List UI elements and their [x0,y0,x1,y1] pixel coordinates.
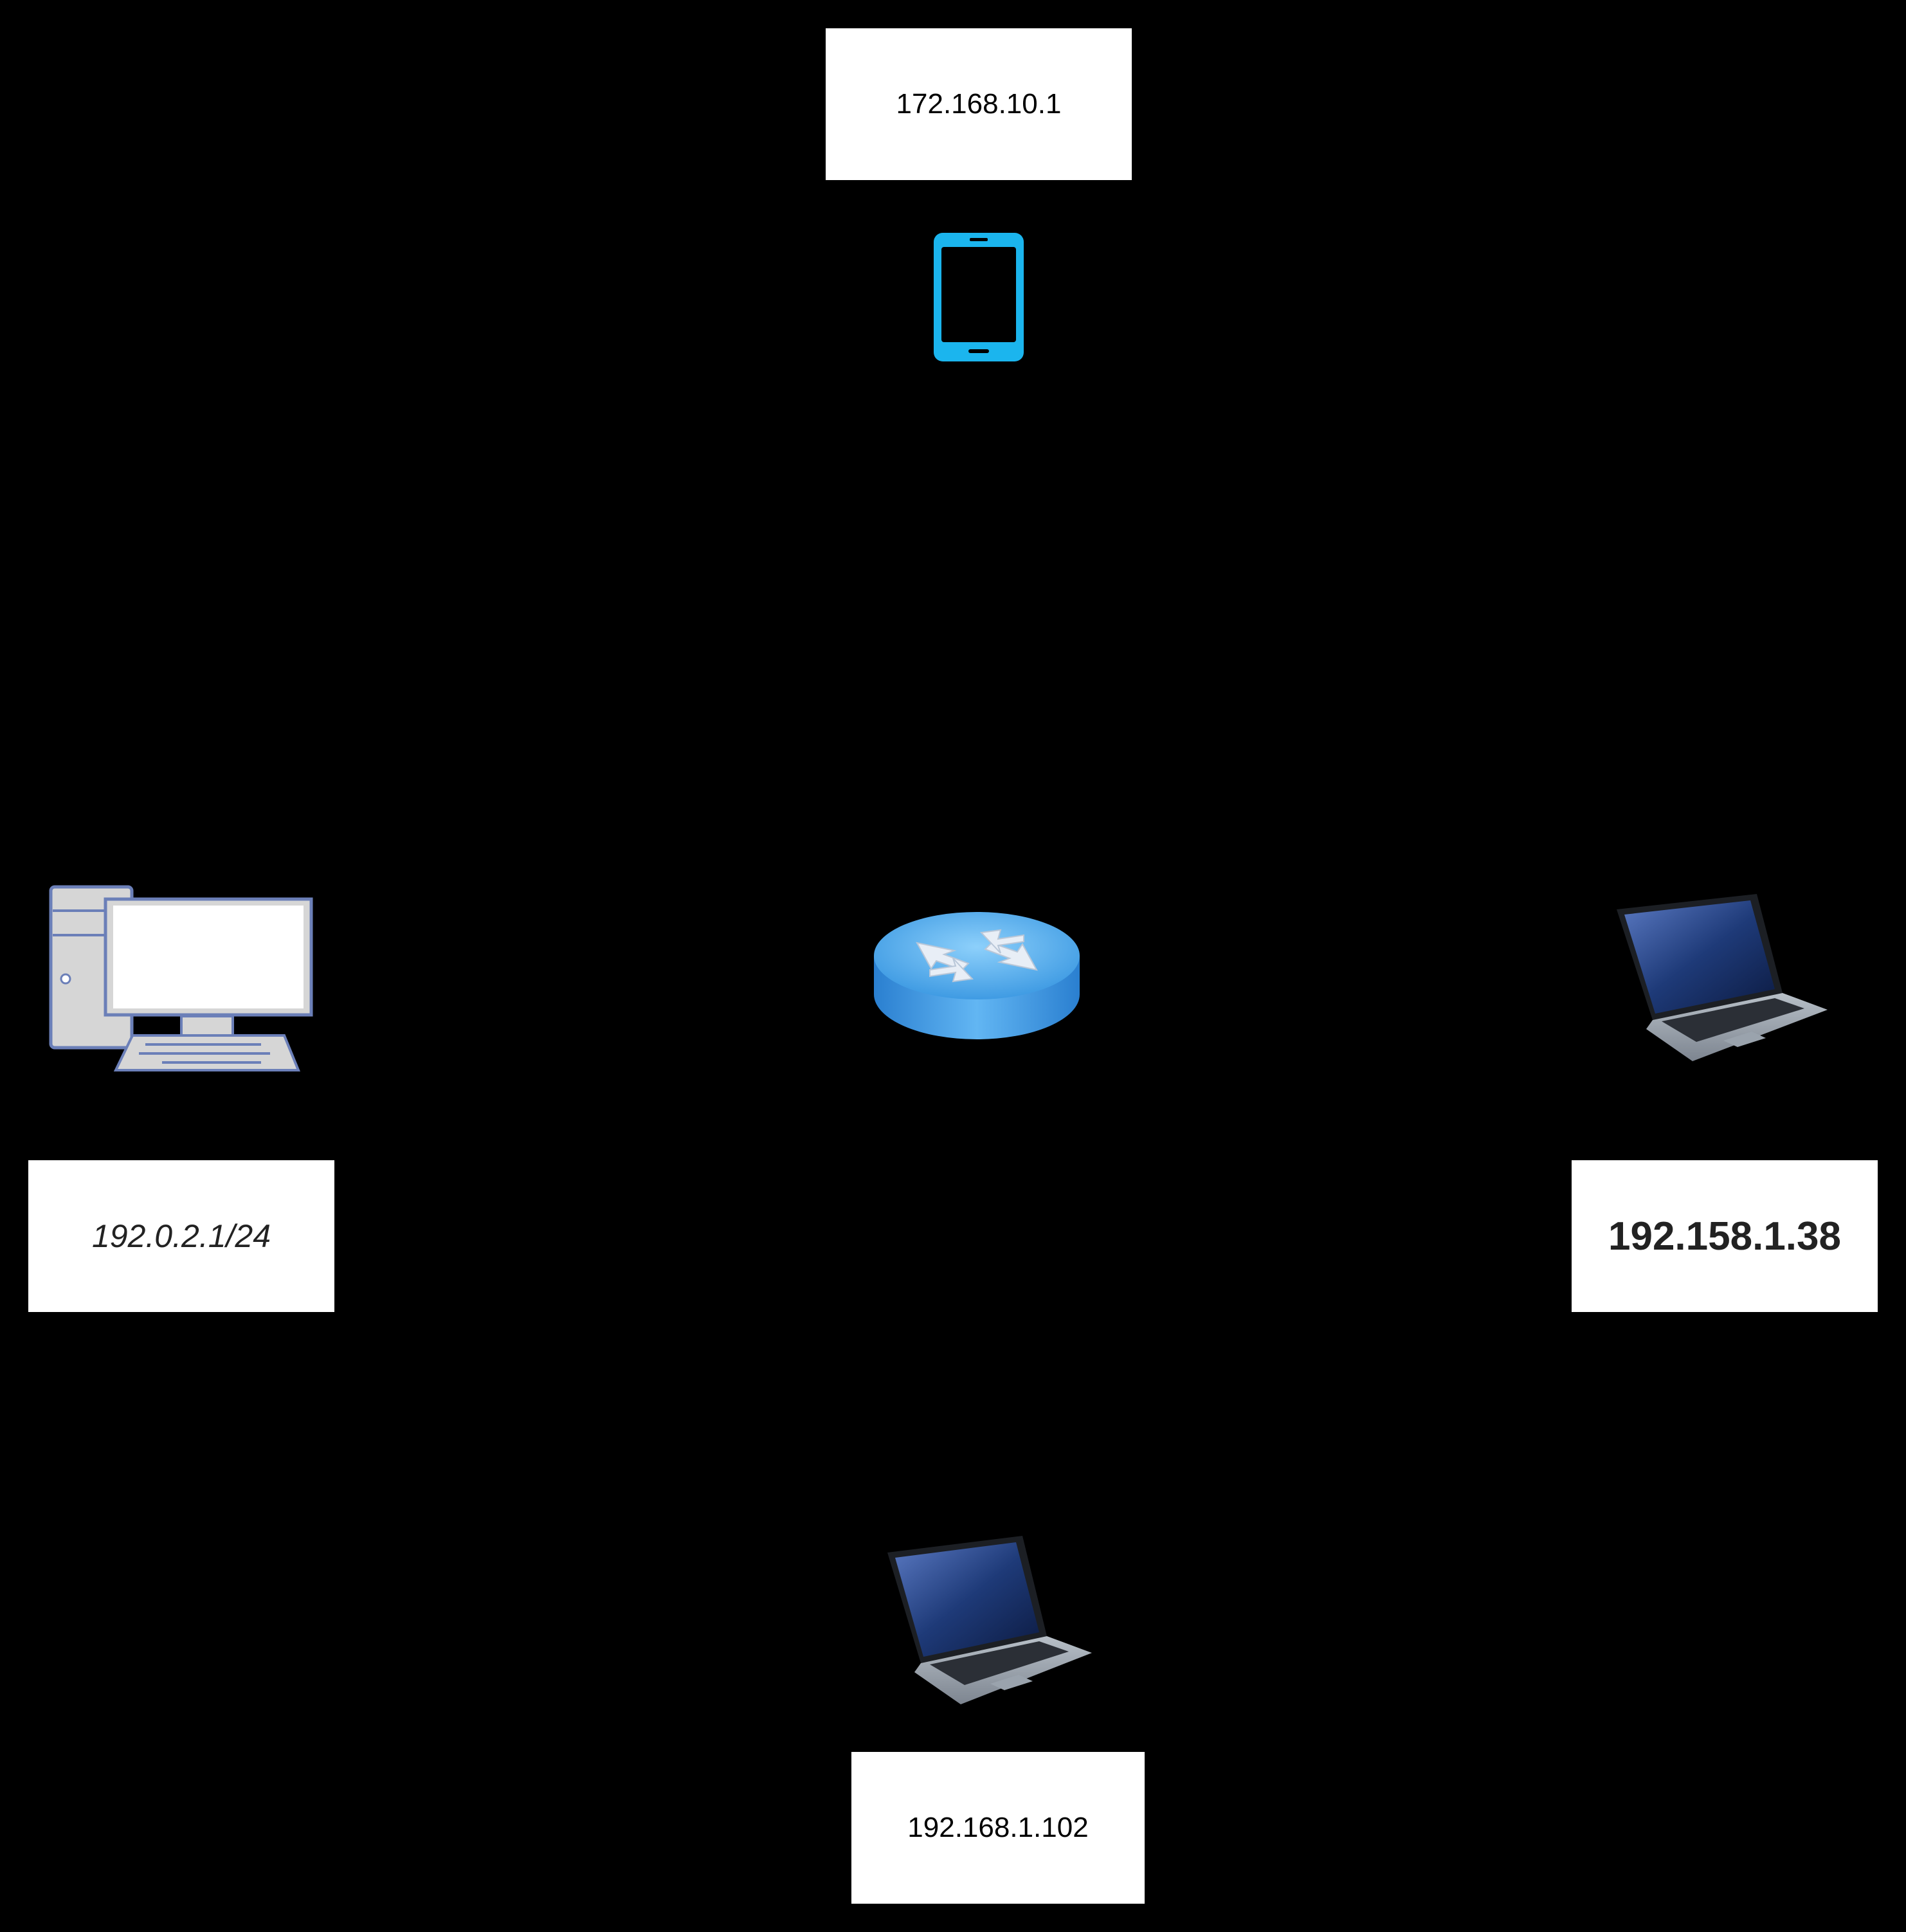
laptop-right-ip-label: 192.158.1.38 [1572,1160,1878,1312]
smartphone-icon [932,232,1025,363]
desktop-ip-text: 192.0.2.1/24 [91,1218,271,1254]
desktop-ip-label: 192.0.2.1/24 [28,1160,334,1312]
desktop-computer-icon [49,885,314,1073]
phone-ip-text: 172.168.10.1 [896,88,1062,120]
laptop-right-ip-text: 192.158.1.38 [1608,1214,1841,1259]
laptop-bottom-ip-text: 192.168.1.102 [907,1812,1089,1843]
laptop-bottom-ip-label: 192.168.1.102 [851,1752,1145,1904]
laptop-icon [1614,891,1830,1064]
laptop-icon [885,1533,1094,1707]
router-icon [872,911,1082,1043]
phone-ip-label: 172.168.10.1 [826,28,1132,180]
